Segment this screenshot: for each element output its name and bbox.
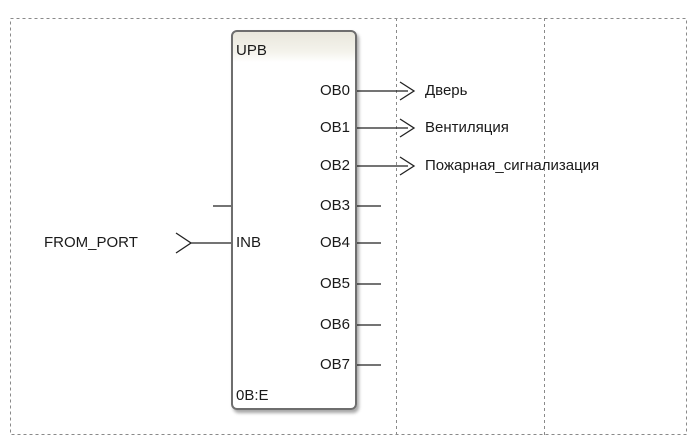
output-pin-ob1: OB1 [319, 119, 350, 136]
output-pin-ob5: OB5 [319, 275, 350, 292]
input-connector-arrow [175, 232, 193, 254]
output-signal-ventilation[interactable]: Вентиляция [425, 119, 509, 136]
block-footer-label: 0B:E [236, 387, 269, 404]
output-pin-ob3: OB3 [319, 197, 350, 214]
output-pin-ob0: OB0 [319, 82, 350, 99]
upb-function-block[interactable] [231, 30, 357, 410]
output-connector-arrow-ob0 [399, 81, 416, 101]
output-pin-ob4: OB4 [319, 234, 350, 251]
output-signal-door[interactable]: Дверь [425, 82, 468, 99]
output-pin-ob2: OB2 [319, 157, 350, 174]
output-connector-arrow-ob1 [399, 118, 416, 138]
output-connector-arrow-ob2 [399, 156, 416, 176]
input-pin-inb: INB [236, 234, 262, 251]
sheet-border [10, 18, 687, 435]
output-pin-ob6: OB6 [319, 316, 350, 333]
block-type-label: UPB [236, 42, 267, 59]
input-signal-from-port[interactable]: FROM_PORT [44, 234, 138, 251]
output-pin-ob7: OB7 [319, 356, 350, 373]
output-signal-fire-alarm[interactable]: Пожарная_сигнализация [425, 157, 600, 174]
